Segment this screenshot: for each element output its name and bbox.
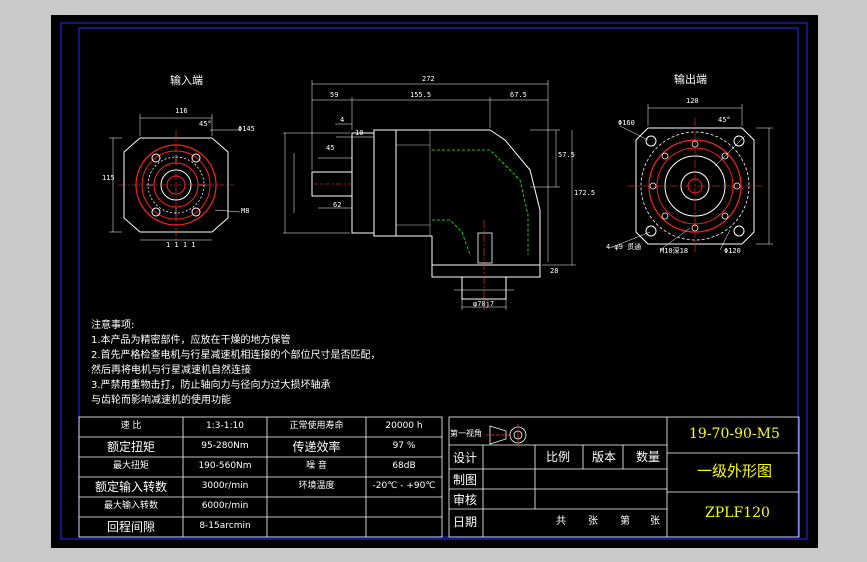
page-label: 第 xyxy=(620,516,630,527)
sheets-label: 张 xyxy=(588,516,598,527)
drawing-label: 制图 xyxy=(453,473,478,487)
dim-overall-length: 272 xyxy=(422,75,435,83)
dim-output-holes: 4-φ9 贯通 xyxy=(606,243,642,251)
dim-output-45deg: 45° xyxy=(718,116,731,124)
quantity-label: 数量 xyxy=(636,450,661,464)
spec-value: 68dB xyxy=(392,461,416,471)
dim-67-5: 67.5 xyxy=(510,91,527,99)
dim-155-5: 155.5 xyxy=(410,91,432,99)
output-flange xyxy=(431,264,541,278)
technical-notes: 注意事项: 1.本产品为精密部件，应放在干燥的地方保管 2.首先严格检查电机与行… xyxy=(91,318,381,408)
projection-symbol xyxy=(486,424,527,446)
spec-value: 20000 h xyxy=(385,421,423,431)
version-label: 版本 xyxy=(592,450,617,464)
spec-key: 最大输入转数 xyxy=(103,501,158,511)
title-block-grid xyxy=(448,416,800,538)
dim-input-phi145: Φ145 xyxy=(238,125,255,133)
dim-output-120: 120 xyxy=(686,97,699,105)
dim-input-m8: M8 xyxy=(241,207,250,215)
date-label: 日期 xyxy=(453,515,478,529)
drawing-model: ZPLF120 xyxy=(705,505,770,521)
review-label: 审核 xyxy=(453,493,478,507)
dim-57-5: 57.5 xyxy=(558,151,575,159)
output-flange-outline xyxy=(635,127,755,245)
dim-output-phi120: Φ120 xyxy=(724,247,741,255)
spec-key: 环境温度 xyxy=(298,481,335,491)
outer-border xyxy=(60,22,808,540)
spec-key: 额定扭矩 xyxy=(106,440,155,454)
spec-key: 传递效率 xyxy=(292,440,341,454)
notes-line-2: 2.首先严格检查电机与行星减速机相连接的个部位尺寸是否匹配， xyxy=(91,350,381,361)
page-sheets-label: 张 xyxy=(650,516,660,527)
spec-key: 噪 音 xyxy=(306,461,327,471)
spec-key: 正常使用寿命 xyxy=(289,421,344,431)
side-view xyxy=(283,80,576,310)
spec-value: 8-15arcmin xyxy=(199,521,251,531)
design-label: 设计 xyxy=(453,451,478,465)
dim-172-5: 172.5 xyxy=(574,189,596,197)
input-end-view xyxy=(109,114,241,241)
dim-10: 10 xyxy=(355,129,364,137)
notes-line-3: 然后再将电机与行星减速机自然连接 xyxy=(91,365,251,376)
input-flange-outline xyxy=(123,137,229,233)
spec-value: -20℃ - +90℃ xyxy=(372,481,436,491)
dim-59: 59 xyxy=(330,91,339,99)
spec-table-grid xyxy=(78,416,443,538)
dim-4: 4 xyxy=(340,116,345,124)
scale-label: 比例 xyxy=(546,450,571,464)
spec-key: 额定输入转数 xyxy=(94,480,167,494)
notes-line-5: 与齿轮而影响减速机的使用功能 xyxy=(91,395,231,406)
dim-input-45deg: 45° xyxy=(199,120,212,128)
spec-key: 速 比 xyxy=(120,421,142,431)
dim-input-116: 116 xyxy=(175,107,188,115)
spec-value: 6000r/min xyxy=(201,501,249,511)
spec-key: 回程间隙 xyxy=(106,520,155,534)
drawing-name: 一级外形图 xyxy=(697,462,773,480)
total-label: 共 xyxy=(556,516,566,527)
input-adapter xyxy=(351,132,375,234)
notes-title: 注意事项: xyxy=(91,320,135,331)
spec-value: 1:3-1:10 xyxy=(206,421,244,431)
input-end-title: 输入端 xyxy=(170,74,203,87)
gearbox-housing xyxy=(395,129,541,266)
notes-line-4: 3.严禁用重物击打，防止轴向力与径向力过大损坏轴承 xyxy=(91,380,331,391)
spec-value: 190-560Nm xyxy=(198,461,252,471)
projection-label: 第一视角 xyxy=(450,429,482,438)
drawing-sheet xyxy=(51,15,818,548)
dim-phi70j7: φ70j7 xyxy=(473,300,495,308)
output-end-title: 输出端 xyxy=(674,73,707,86)
dim-input-bottom: 1 1 1 1 xyxy=(166,241,196,249)
drawing-code: 19-70-90-M5 xyxy=(689,426,780,442)
output-end-view xyxy=(609,104,773,254)
dim-input-115: 115 xyxy=(102,174,115,182)
spec-value: 97 % xyxy=(392,441,416,451)
spec-value: 95-280Nm xyxy=(201,441,249,451)
notes-line-1: 1.本产品为精密部件，应放在干燥的地方保管 xyxy=(91,335,291,346)
dim-output-phi160: Φ160 xyxy=(618,119,635,127)
dim-45: 45 xyxy=(326,144,335,152)
dim-output-m10: M10深18 xyxy=(660,247,689,255)
spec-value: 3000r/min xyxy=(201,481,249,491)
dim-28: 28 xyxy=(550,267,559,275)
dim-62: 62 xyxy=(333,201,342,209)
spec-key: 最大扭矩 xyxy=(112,461,149,471)
